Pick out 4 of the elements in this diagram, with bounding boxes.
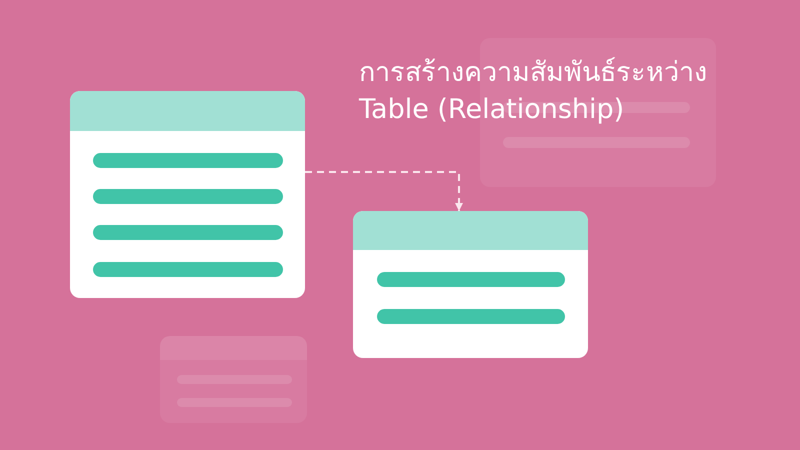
table-window-drawing — [353, 211, 588, 358]
table-window-drawing — [70, 91, 305, 298]
dashed-arrow — [305, 171, 463, 211]
title: การสร้างความสัมพันธ์ระหว่าง Table (Relationship) — [359, 56, 708, 127]
